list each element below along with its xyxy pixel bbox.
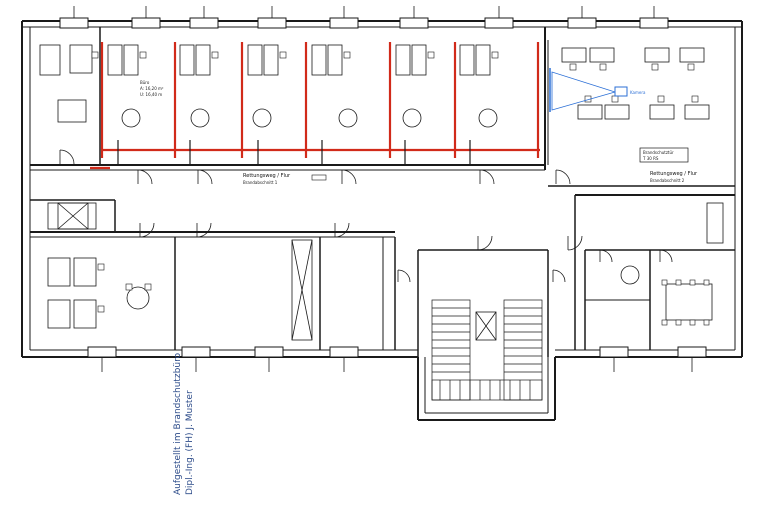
staircase (431, 299, 543, 401)
outer-walls (21, 20, 743, 421)
approval-stamp: Aufgestellt im Brandschutzbüro Dipl.-Ing… (173, 352, 195, 495)
windows (59, 17, 707, 358)
camera-label: Kamera (630, 90, 646, 95)
lift-shafts (57, 202, 497, 341)
room-partitions (117, 140, 471, 165)
room-labels: Büro A: 16,20 m² U: 16,40 m (140, 80, 164, 97)
stamp-line1: Aufgestellt im Brandschutzbüro (173, 352, 183, 495)
room-label-line1: Büro (140, 80, 150, 85)
interior-walls (30, 27, 735, 357)
fire-door-note: Brandschutztür T 30 RS (639, 147, 689, 163)
room-label-line2: A: 16,20 m² (140, 86, 164, 91)
axis-ticks (73, 6, 693, 372)
room-label-line3: U: 16,40 m (140, 92, 162, 97)
fire-door-line2: T 30 RS (642, 156, 659, 161)
corridor-top-line2: Brandabschnitt 1 (243, 180, 278, 185)
camera-icon: Kamera (549, 68, 646, 112)
corridor-top-label: Rettungsweg / Flur Brandabschnitt 1 (243, 173, 291, 185)
corridor-right-line1: Rettungsweg / Flur (650, 171, 698, 177)
stamp-line2: Dipl.-Ing. (FH) J. Muster (185, 390, 195, 495)
fire-walls (90, 42, 540, 170)
fire-door-line1: Brandschutztür (643, 150, 674, 155)
furniture (39, 44, 724, 329)
exit-sign (311, 174, 327, 181)
chairs (91, 51, 710, 326)
door-swings (59, 149, 673, 283)
corridor-right-label: Rettungsweg / Flur Brandabschnitt 2 (650, 171, 698, 183)
corridor-right-line2: Brandabschnitt 2 (650, 178, 685, 183)
corridor-top-line1: Rettungsweg / Flur (243, 173, 291, 179)
